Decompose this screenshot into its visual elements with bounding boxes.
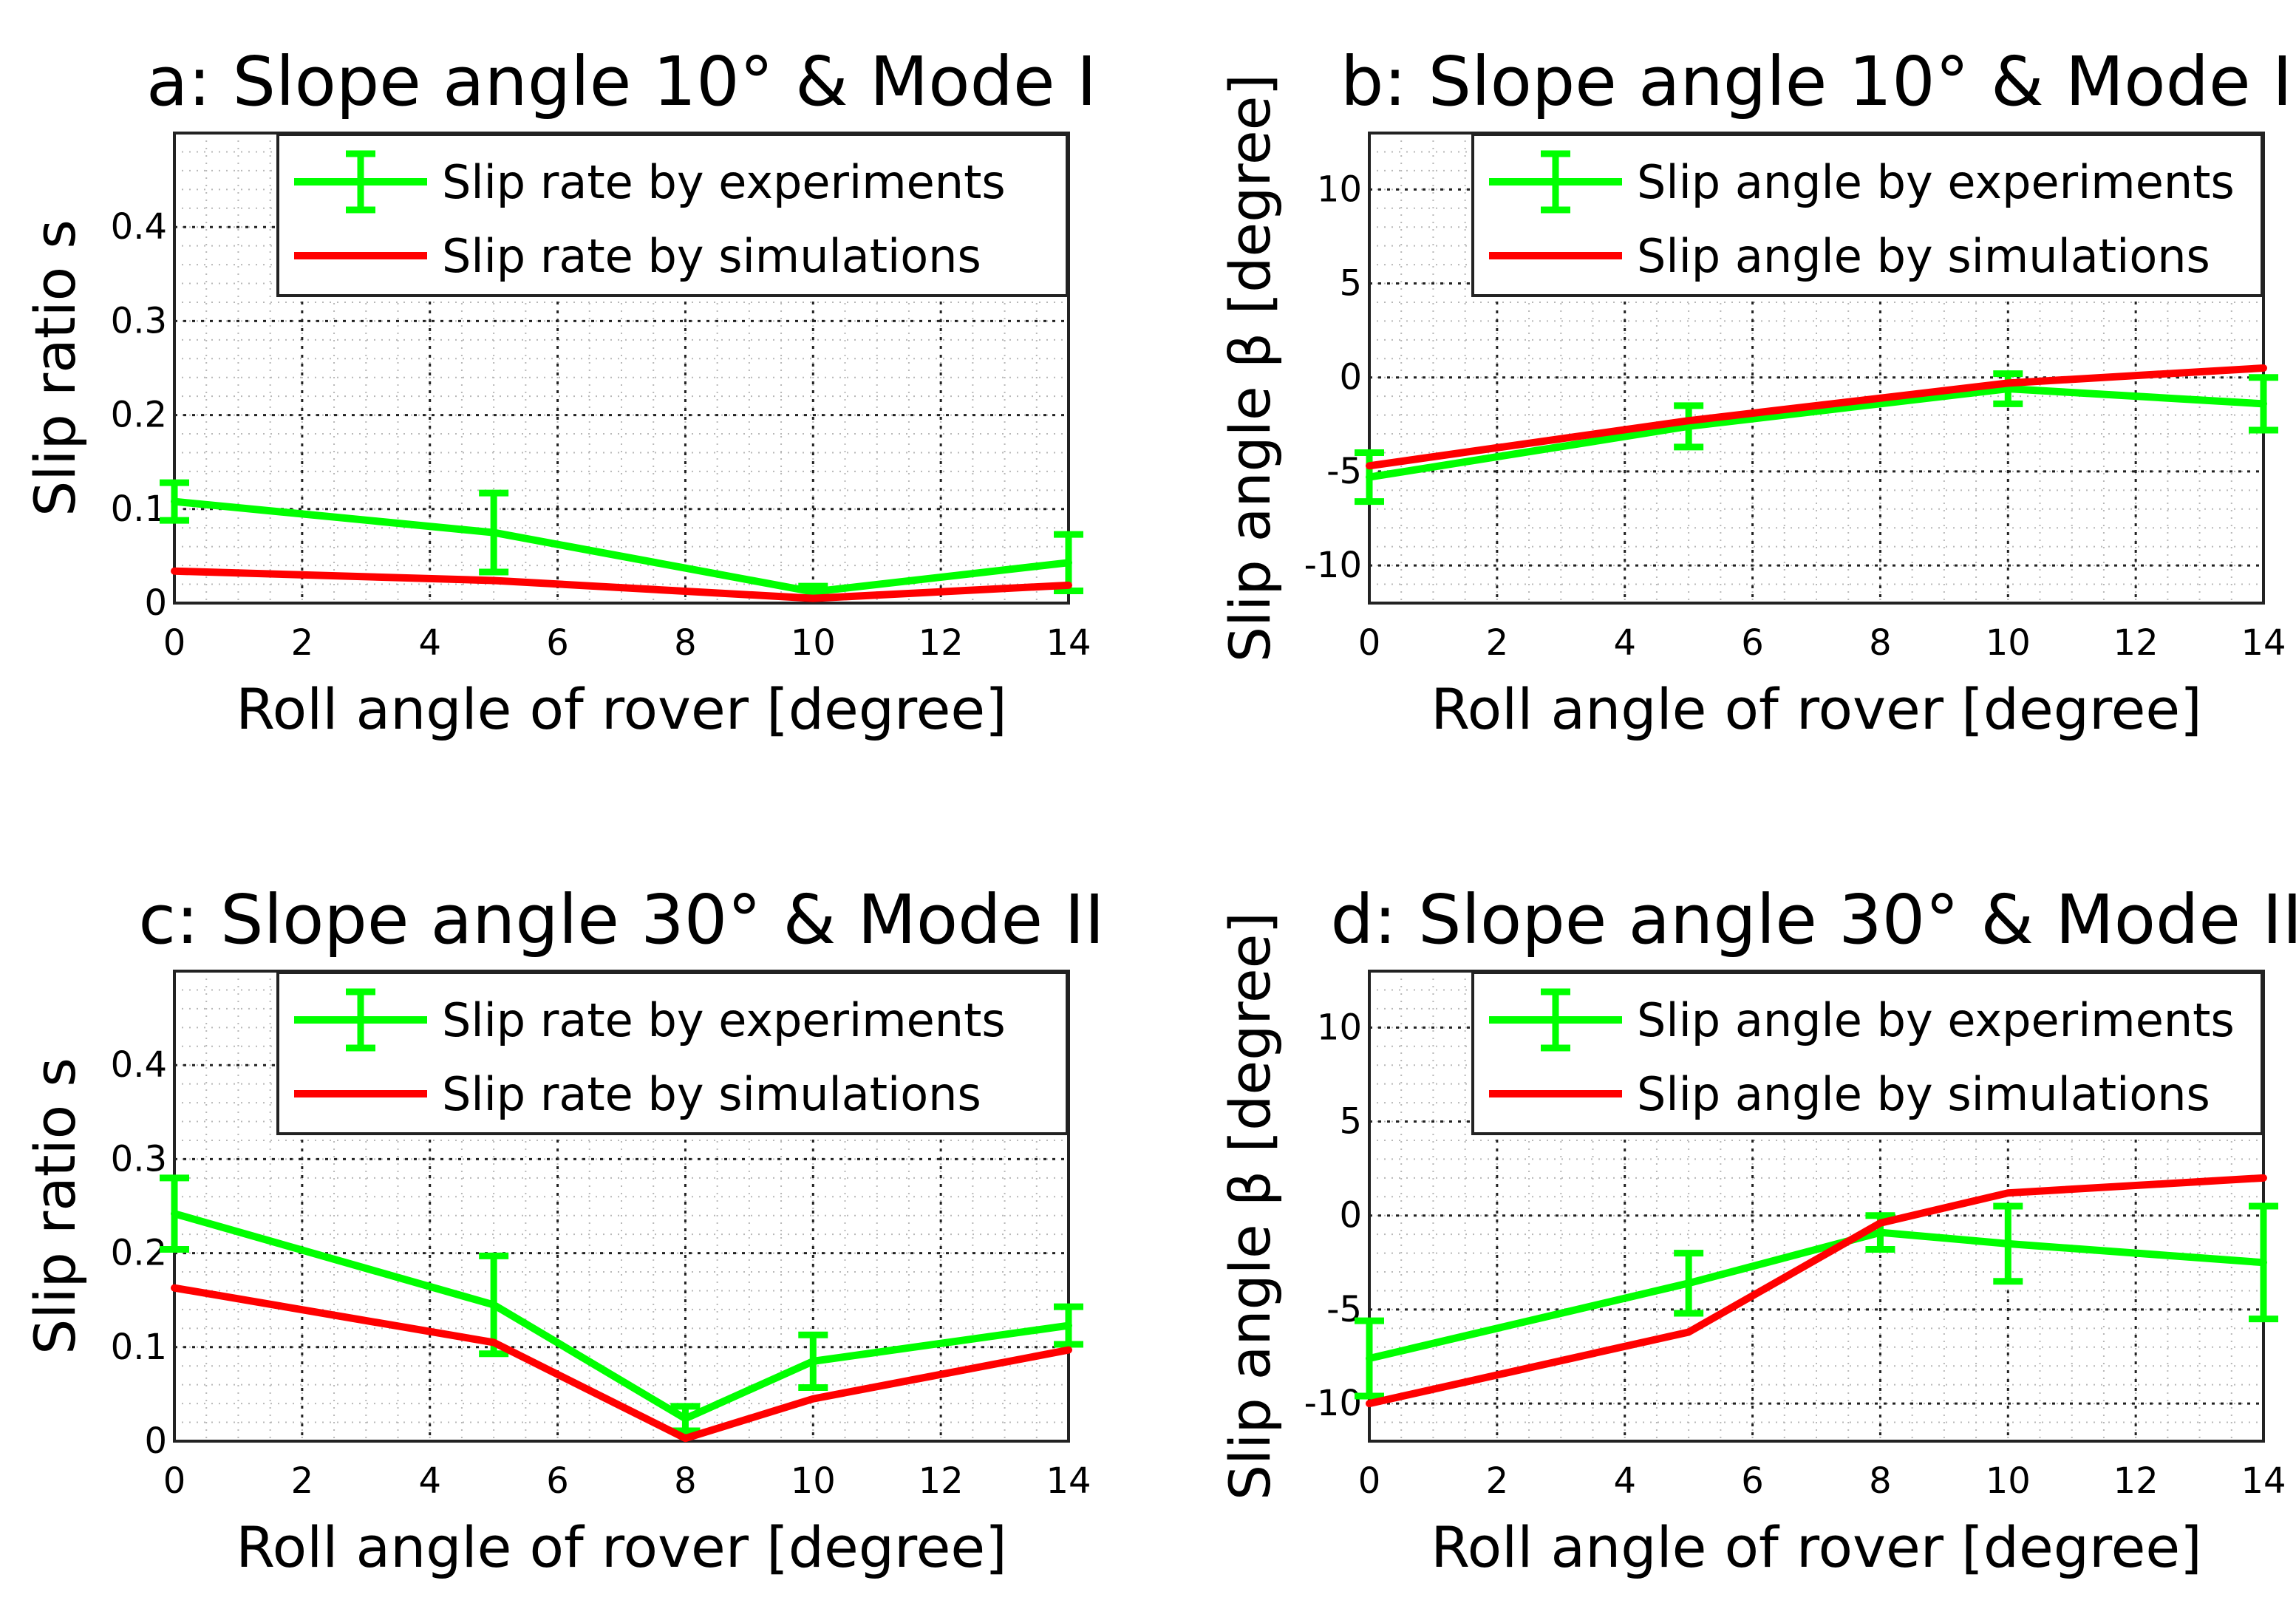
panel-a-x-axis-label: Roll angle of rover [degree] bbox=[236, 676, 1007, 742]
panel-d-xtick-label: 2 bbox=[1486, 1460, 1509, 1502]
panel-c-x-axis-label: Roll angle of rover [degree] bbox=[236, 1514, 1007, 1580]
panel-d-series-line bbox=[1366, 1228, 2267, 1363]
panel-c-xtick-label: 8 bbox=[674, 1460, 697, 1502]
panel-a-xtick-label: 2 bbox=[291, 622, 314, 664]
panel-a-xtick-label: 6 bbox=[546, 622, 569, 664]
panel-b-xtick-label: 6 bbox=[1741, 622, 1764, 664]
panel-c-ytick-label: 0.2 bbox=[111, 1233, 167, 1274]
panel-d-ytick-label: -10 bbox=[1304, 1383, 1362, 1424]
panel-b-ytick-label: -5 bbox=[1326, 451, 1362, 492]
panel-b-legend-label: Slip angle by experiments bbox=[1637, 155, 2235, 209]
panel-b-xtick-label: 14 bbox=[2241, 622, 2286, 664]
panel-c-xtick-label: 14 bbox=[1046, 1460, 1091, 1502]
panel-d-ytick-label: 0 bbox=[1339, 1195, 1362, 1236]
panel-d-xtick-label: 4 bbox=[1613, 1460, 1636, 1502]
panel-a-legend-box bbox=[276, 133, 1069, 297]
panel-c-series-experiments bbox=[160, 1174, 1083, 1434]
panel-a-xtick-label: 14 bbox=[1046, 622, 1091, 664]
panel-a-ytick-label: 0.2 bbox=[111, 395, 167, 436]
panel-a-series-line bbox=[171, 567, 1072, 602]
panel-a-ytick-label: 0.3 bbox=[111, 300, 167, 341]
panel-d-series-line bbox=[1366, 1174, 2267, 1408]
panel-c-legend-label: Slip rate by simulations bbox=[442, 1067, 981, 1121]
panel-c-ytick-label: 0.1 bbox=[111, 1327, 167, 1368]
panel-b-xtick-label: 4 bbox=[1613, 622, 1636, 664]
panel-c-legend-label: Slip rate by experiments bbox=[442, 993, 1006, 1047]
panel-c-title: c: Slope angle 30° & Mode II bbox=[138, 880, 1104, 959]
panel-d-xtick-label: 6 bbox=[1741, 1460, 1764, 1502]
panel-d-series-simulations bbox=[1366, 1174, 2267, 1408]
panel-c-ytick-label: 0.3 bbox=[111, 1138, 167, 1180]
panel-d-legend-label: Slip angle by simulations bbox=[1637, 1067, 2210, 1121]
panel-a-ytick-label: 0.4 bbox=[111, 206, 167, 248]
panel-b-xtick-label: 0 bbox=[1358, 622, 1381, 664]
panel-b-ytick-label: 10 bbox=[1317, 169, 1362, 210]
panel-d-legend-box bbox=[1471, 971, 2263, 1135]
panel-c-xtick-label: 4 bbox=[418, 1460, 441, 1502]
panel-c-legend-box bbox=[276, 971, 1069, 1135]
panel-d-xtick-label: 12 bbox=[2113, 1460, 2159, 1502]
panel-c-xtick-label: 2 bbox=[291, 1460, 314, 1502]
panel-a-ytick-label: 0 bbox=[144, 582, 167, 624]
panel-c-series-line bbox=[171, 1284, 1072, 1443]
panel-b-ytick-label: -10 bbox=[1304, 545, 1362, 586]
panel-b-legend-box bbox=[1471, 133, 2263, 297]
panel-b-legend-label: Slip angle by simulations bbox=[1637, 229, 2210, 283]
panel-a-xtick-label: 0 bbox=[163, 622, 186, 664]
panel-c-series-line bbox=[171, 1210, 1072, 1423]
panel-b-xtick-label: 8 bbox=[1869, 622, 1892, 664]
panel-a-ytick-label: 0.1 bbox=[111, 489, 167, 530]
panel-b-series-simulations bbox=[1366, 364, 2267, 470]
panel-a-series-simulations bbox=[171, 567, 1072, 602]
panel-c-xtick-label: 12 bbox=[919, 1460, 964, 1502]
panel-d-xtick-label: 10 bbox=[1986, 1460, 2031, 1502]
panel-b-xtick-label: 2 bbox=[1486, 622, 1509, 664]
panel-d-xtick-label: 0 bbox=[1358, 1460, 1381, 1502]
panel-b-ytick-label: 0 bbox=[1339, 357, 1362, 398]
panel-a-legend-label: Slip rate by simulations bbox=[442, 229, 981, 283]
panel-c-xtick-label: 6 bbox=[546, 1460, 569, 1502]
panel-c-y-axis-label: Slip ratio s bbox=[22, 1058, 88, 1355]
panel-a-xtick-label: 4 bbox=[418, 622, 441, 664]
panel-a-series-line bbox=[171, 497, 1072, 596]
panel-d-title: d: Slope angle 30° & Mode II bbox=[1330, 880, 2296, 959]
panel-d-ytick-label: 5 bbox=[1339, 1101, 1362, 1143]
panel-d-series-experiments bbox=[1355, 1202, 2278, 1400]
panel-b-xtick-label: 12 bbox=[2113, 622, 2159, 664]
panel-c-series-simulations bbox=[171, 1284, 1072, 1443]
panel-b-xtick-label: 10 bbox=[1986, 622, 2031, 664]
panel-b-x-axis-label: Roll angle of rover [degree] bbox=[1431, 676, 2202, 742]
panel-d-x-axis-label: Roll angle of rover [degree] bbox=[1431, 1514, 2202, 1580]
panel-d-xtick-label: 14 bbox=[2241, 1460, 2286, 1502]
panel-d-y-axis-label: Slip angle β [degree] bbox=[1217, 912, 1283, 1500]
panel-a-xtick-label: 8 bbox=[674, 622, 697, 664]
panel-b-series-line bbox=[1366, 384, 2267, 481]
panel-a-xtick-label: 12 bbox=[919, 622, 964, 664]
panel-b-series-line bbox=[1366, 364, 2267, 470]
panel-c-ytick-label: 0.4 bbox=[111, 1044, 167, 1086]
panel-a-xtick-label: 10 bbox=[791, 622, 836, 664]
panel-d-legend-label: Slip angle by experiments bbox=[1637, 993, 2235, 1047]
panel-a-title: a: Slope angle 10° & Mode I bbox=[146, 42, 1097, 121]
panel-a-y-axis-label: Slip ratio s bbox=[22, 219, 88, 517]
panel-a-legend-label: Slip rate by experiments bbox=[442, 155, 1006, 209]
panel-d-xtick-label: 8 bbox=[1869, 1460, 1892, 1502]
panel-b-ytick-label: 5 bbox=[1339, 263, 1362, 304]
panel-b-series-experiments bbox=[1355, 370, 2278, 506]
panel-b-y-axis-label: Slip angle β [degree] bbox=[1217, 74, 1283, 662]
panel-c-ytick-label: 0 bbox=[144, 1420, 167, 1462]
panel-d-ytick-label: 10 bbox=[1317, 1007, 1362, 1048]
panel-b-title: b: Slope angle 10° & Mode I bbox=[1341, 42, 2292, 121]
panel-c-xtick-label: 10 bbox=[791, 1460, 836, 1502]
panel-c-xtick-label: 0 bbox=[163, 1460, 186, 1502]
